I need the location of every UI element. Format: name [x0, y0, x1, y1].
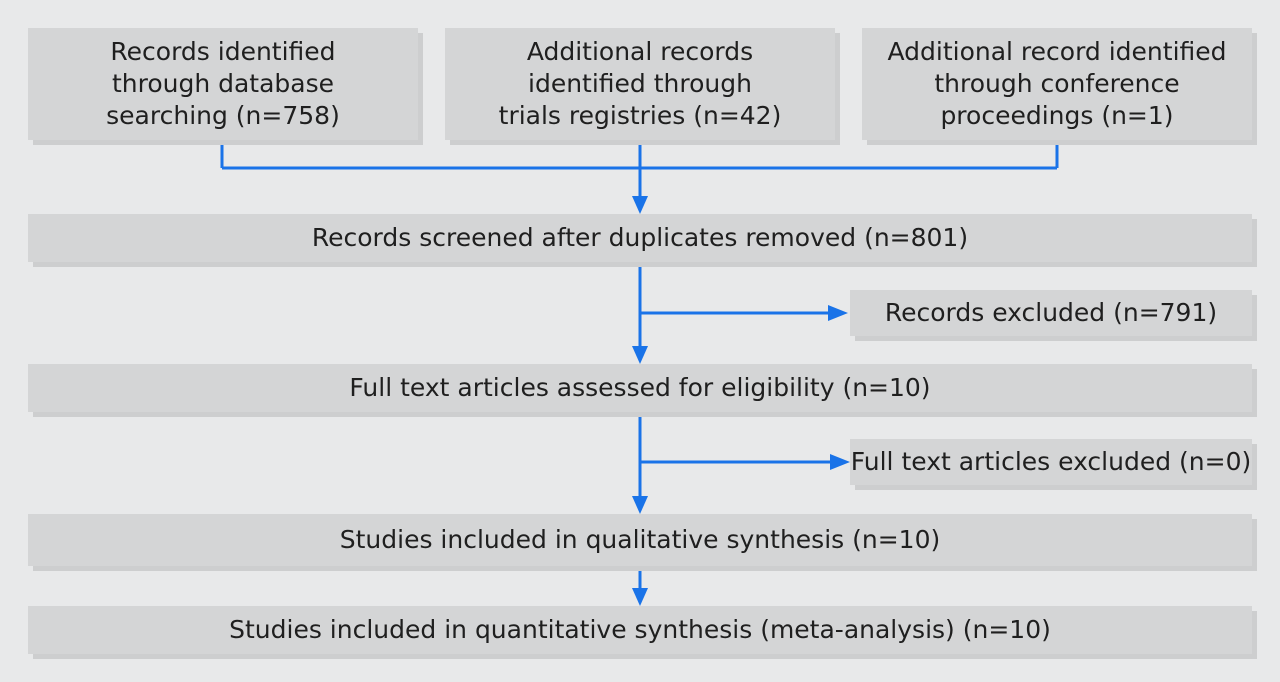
source-box-conference-proceedings: Additional record identified through con… [862, 28, 1252, 140]
records-excluded-box: Records excluded (n=791) [850, 290, 1252, 336]
screened-box: Records screened after duplicates remove… [28, 214, 1252, 262]
source-box-trials-registries-text: Additional records identified through tr… [499, 36, 782, 132]
source-box-conference-proceedings-text: Additional record identified through con… [887, 36, 1226, 132]
arrow-to-qualitative [632, 496, 648, 514]
full-text-excluded-box: Full text articles excluded (n=0) [850, 439, 1252, 485]
arrow-to-records-excluded [828, 305, 848, 321]
source-line: Records identified [110, 37, 336, 66]
full-text-assessed-box: Full text articles assessed for eligibil… [28, 364, 1252, 412]
source-line: searching (n=758) [106, 101, 340, 130]
qualitative-synthesis-label: Studies included in qualitative synthesi… [339, 525, 941, 554]
arrow-to-assessed [632, 346, 648, 364]
source-box-trials-registries: Additional records identified through tr… [445, 28, 835, 140]
source-line: through database [111, 69, 335, 98]
full-text-excluded-label: Full text articles excluded (n=0) [850, 447, 1252, 476]
full-text-assessed-label: Full text articles assessed for eligibil… [349, 373, 931, 402]
source-line: Additional records [526, 37, 754, 66]
source-box-database-text: Records identified through database sear… [106, 36, 340, 132]
qualitative-synthesis-box: Studies included in qualitative synthesi… [28, 514, 1252, 566]
source-line: proceedings (n=1) [940, 101, 1174, 130]
arrow-to-quantitative [632, 588, 648, 606]
source-box-database: Records identified through database sear… [28, 28, 418, 140]
quantitative-synthesis-box: Studies included in quantitative synthes… [28, 606, 1252, 654]
source-line: trials registries (n=42) [498, 101, 782, 130]
screened-label: Records screened after duplicates remove… [311, 223, 969, 252]
arrow-to-screened [632, 196, 648, 214]
source-line: identified through [528, 69, 752, 98]
arrow-to-full-text-excluded [830, 454, 850, 470]
source-line: through conference [934, 69, 1180, 98]
records-excluded-label: Records excluded (n=791) [884, 298, 1218, 327]
quantitative-synthesis-label: Studies included in quantitative synthes… [229, 615, 1051, 644]
source-line: Additional record identified [887, 37, 1227, 66]
